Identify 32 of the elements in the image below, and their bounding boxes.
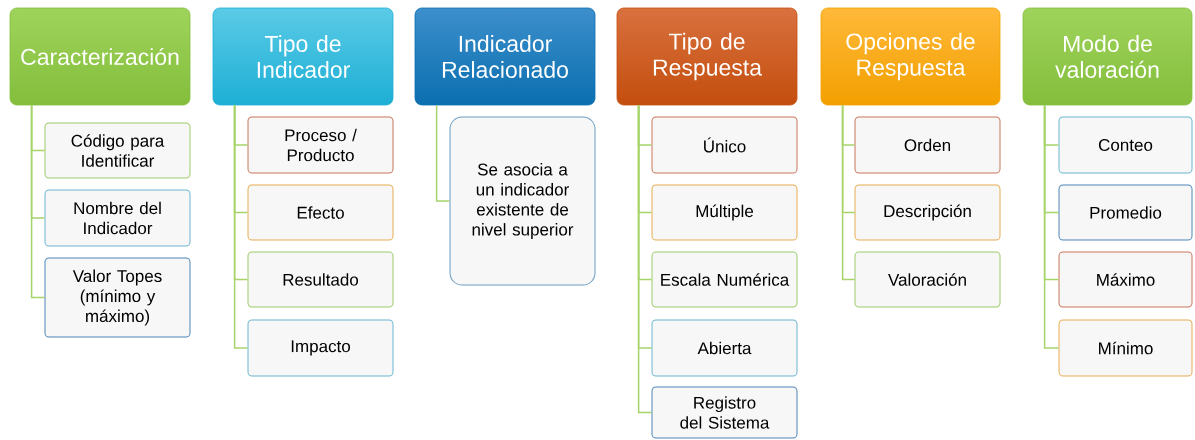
category-header: Indicador Relacionado (414, 7, 596, 106)
item-box: Escala Numérica (651, 251, 798, 308)
connector-line (435, 104, 451, 202)
category-header: Caracterización (9, 7, 191, 106)
item-box: Máximo (1058, 251, 1193, 308)
connector-line (30, 104, 46, 299)
category-header: Tipo de Respuesta (616, 7, 798, 106)
item-box: Impacto (247, 319, 394, 377)
item-box: Efecto (247, 184, 394, 241)
item-box: Descripción (854, 184, 1001, 241)
item-box: Mínimo (1058, 319, 1193, 377)
item-box: Registro del Sistema (651, 386, 798, 439)
item-box: Nombre del Indicador (44, 189, 191, 247)
connector-line (637, 104, 653, 414)
category-header: Modo de valoración (1022, 7, 1193, 106)
category-header: Opciones de Respuesta (820, 7, 1001, 106)
item-box: Código para Identificar (44, 122, 191, 179)
item-box: Múltiple (651, 184, 798, 241)
category-header: Tipo de Indicador (212, 7, 394, 106)
item-box: Se asocia a un indicador existente de nivel superior (449, 116, 596, 286)
connector-line (1043, 104, 1060, 349)
item-box: Abierta (651, 319, 798, 377)
item-box: Orden (854, 116, 1001, 174)
item-box: Resultado (247, 251, 394, 308)
item-box: Conteo (1058, 116, 1193, 174)
item-box: Valoración (854, 251, 1001, 308)
item-box: Valor Topes (mínimo y máximo) (44, 257, 191, 338)
item-box: Proceso / Producto (247, 116, 394, 174)
connector-line (841, 104, 856, 281)
connector-line (233, 104, 249, 349)
item-box: Único (651, 116, 798, 174)
item-box: Promedio (1058, 184, 1193, 241)
